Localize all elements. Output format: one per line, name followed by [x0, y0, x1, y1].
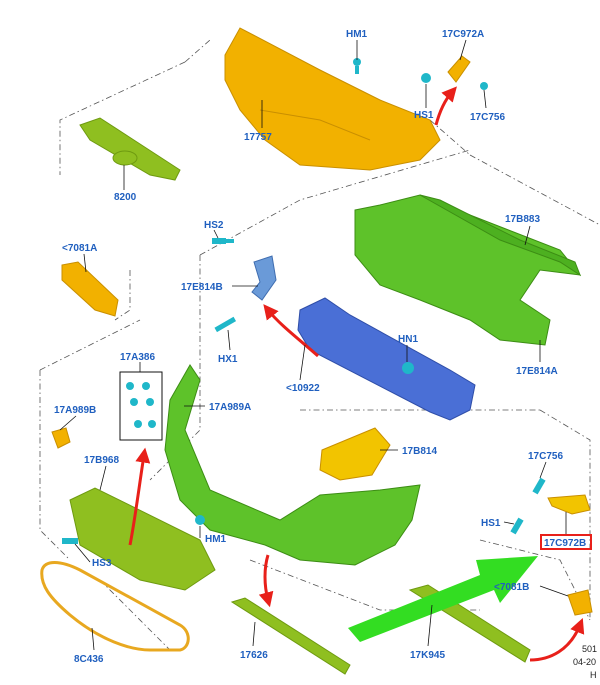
- hs1-top-screw-icon: [421, 73, 431, 83]
- label-17a386: 17A386: [120, 352, 155, 363]
- label-17b883: 17B883: [505, 214, 540, 225]
- part-10922-beam: [297, 297, 476, 421]
- label-17a989a: 17A989A: [209, 402, 251, 413]
- part-17a989a-bumper-cover: [164, 364, 421, 566]
- label-hs3: HS3: [92, 558, 112, 569]
- label-hs1-bottom: HS1: [481, 518, 501, 529]
- label-17e814a: 17E814A: [516, 366, 558, 377]
- leader-lines: [59, 39, 569, 651]
- part-7081a-bracket: [61, 261, 119, 317]
- label-17b814: 17B814: [402, 446, 437, 457]
- part-17757-upper-cover: [224, 27, 441, 171]
- green-install-arrow: [348, 556, 538, 642]
- label-17e814b: 17E814B: [181, 282, 223, 293]
- part-17e814b-bracket: [251, 255, 277, 301]
- ref-line-1: 501: [582, 644, 597, 654]
- label-hs2: HS2: [204, 220, 224, 231]
- reference-code: 501 04-20 H: [573, 644, 597, 680]
- part-17757-detail: [259, 109, 371, 141]
- label-17c972a: 17C972A: [442, 29, 484, 40]
- 17a386-clip-box: [119, 371, 163, 441]
- label-17a989b: 17A989B: [54, 405, 96, 416]
- part-8200-strip: [79, 117, 181, 181]
- hs3-screw-icon: [62, 538, 78, 544]
- red-direction-arrows: [128, 86, 585, 662]
- part-7081b-bracket: [567, 589, 593, 616]
- part-17b814-bracket: [319, 427, 391, 481]
- highlight-box-17c972b: [540, 534, 592, 550]
- part-17a989b-plug: [51, 427, 71, 449]
- hs2-screw-icon: [212, 238, 234, 244]
- label-hx1: HX1: [218, 354, 238, 365]
- 17c756-bottom-clip-icon: [532, 477, 546, 495]
- ref-line-2: 04-20: [573, 657, 596, 667]
- label-hm1-bottom: HM1: [205, 534, 227, 545]
- hx1-bolt-icon: [214, 316, 237, 333]
- part-17b968-grille: [69, 487, 216, 591]
- label-17757: 17757: [244, 132, 272, 143]
- hm1-bottom-fastener-icon: [195, 515, 205, 525]
- label-10922: <10922: [286, 383, 320, 394]
- hs1-bottom-screw-icon: [510, 517, 524, 535]
- 17a386-clips-icon: [126, 382, 156, 428]
- label-17c972b: 17C972B: [544, 538, 586, 549]
- hn1-nut-icon: [402, 362, 414, 374]
- label-7081b: <7081B: [494, 582, 529, 593]
- label-8200: 8200: [114, 192, 137, 203]
- label-17c756-top: 17C756: [470, 112, 505, 123]
- part-17c972b-bracket: [547, 494, 591, 515]
- label-8c436: 8C436: [74, 654, 104, 665]
- label-17c756-bottom: 17C756: [528, 451, 563, 462]
- part-17c972a-bracket: [447, 55, 471, 83]
- label-17626: 17626: [240, 650, 268, 661]
- label-hm1-top: HM1: [346, 29, 368, 40]
- 17c756-top-clip-icon: [480, 82, 488, 90]
- callout-labels: HM1 17C972A HS1 17C756 17757 8200 17B883…: [54, 29, 586, 665]
- label-17b968: 17B968: [84, 455, 119, 466]
- part-17b883-top-strip: [419, 194, 582, 277]
- part-17626-strip: [230, 597, 351, 675]
- label-hn1: HN1: [398, 334, 418, 345]
- hm1-top-fastener-icon: [353, 58, 361, 74]
- ref-line-3: H: [590, 670, 597, 680]
- part-8c436-seal: [40, 561, 190, 652]
- label-7081a: <7081A: [62, 243, 97, 254]
- label-17k945: 17K945: [410, 650, 445, 661]
- label-hs1-top: HS1: [414, 110, 434, 121]
- part-8200-emblem: [112, 150, 138, 166]
